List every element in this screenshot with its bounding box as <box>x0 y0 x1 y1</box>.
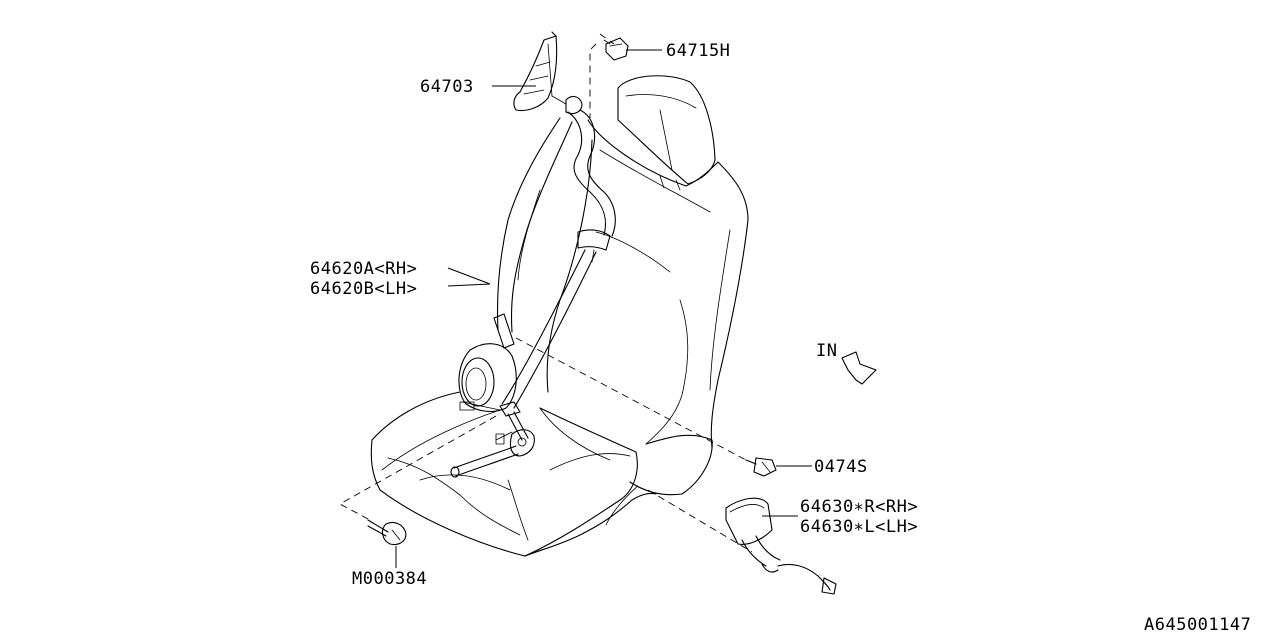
label-0474s: 0474S <box>814 457 868 477</box>
label-buckle-rh: 64630∗R<RH> <box>800 497 918 517</box>
reference-lines <box>339 33 753 553</box>
label-buckle-lh: 64630∗L<LH> <box>800 517 918 537</box>
buckle-assembly <box>725 497 837 595</box>
part-labels: 64715H 64703 64620A<RH> 64620B<LH> 0474S… <box>310 41 1251 635</box>
leader-lines <box>395 49 812 568</box>
direction-indicator: IN <box>816 341 877 385</box>
label-belt-lh: 64620B<LH> <box>310 279 417 299</box>
label-m000384: M000384 <box>352 569 427 589</box>
retractor-assembly <box>458 343 529 441</box>
label-belt-rh: 64620A<RH> <box>310 259 417 279</box>
floor-bolt <box>367 519 407 546</box>
height-adjuster <box>513 31 583 115</box>
seat-illustration <box>370 75 749 557</box>
label-64703: 64703 <box>420 77 474 97</box>
side-bolt <box>745 457 777 477</box>
anchor-rod-assembly <box>450 429 535 478</box>
retractor-hardware-part <box>603 37 629 61</box>
direction-label: IN <box>816 341 837 361</box>
seat-belt-webbing <box>493 109 616 409</box>
direction-arrow-icon <box>841 351 877 385</box>
diagram-id: A645001147 <box>1144 615 1251 635</box>
label-64715h: 64715H <box>666 41 730 61</box>
